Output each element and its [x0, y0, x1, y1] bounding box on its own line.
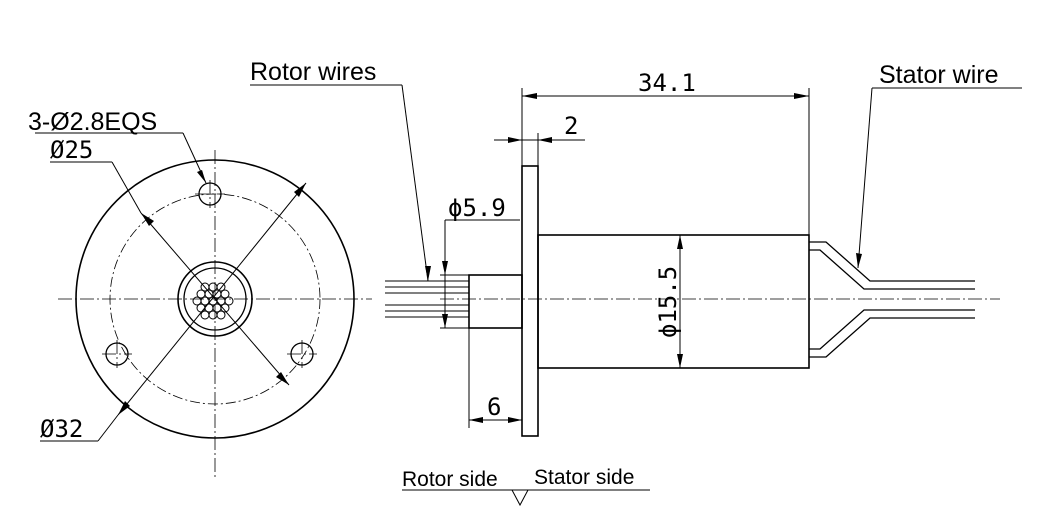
- dia-25-label: Ø25: [50, 136, 93, 164]
- stator-wire-label: Stator wire: [879, 61, 998, 89]
- flange: [521, 165, 539, 437]
- dia-25-line: [140, 212, 290, 386]
- stator-body: [537, 234, 810, 369]
- front-view: [35, 132, 372, 478]
- holes-label: 3-Ø2.8EQS: [28, 108, 157, 136]
- side-indicator-arrow: [511, 489, 529, 507]
- stator-side-label: Stator side: [534, 466, 634, 489]
- flange-thk-label: 2: [564, 112, 578, 140]
- rotor-wires: [385, 280, 469, 318]
- dia-32-line: [117, 182, 307, 416]
- rotor-shaft: [468, 274, 523, 329]
- shaft-len-label: 6: [487, 393, 501, 421]
- len-total-label: 34.1: [638, 69, 696, 97]
- dia-59-label: ϕ5.9: [448, 194, 506, 222]
- rotor-wires-label: Rotor wires: [250, 58, 376, 86]
- dia-32-label: Ø32: [40, 415, 83, 443]
- rotor-side-label: Rotor side: [402, 468, 498, 491]
- stator-wires: [809, 241, 975, 358]
- side-view: [250, 84, 1022, 507]
- dia-155-label: ϕ15.5: [654, 266, 682, 338]
